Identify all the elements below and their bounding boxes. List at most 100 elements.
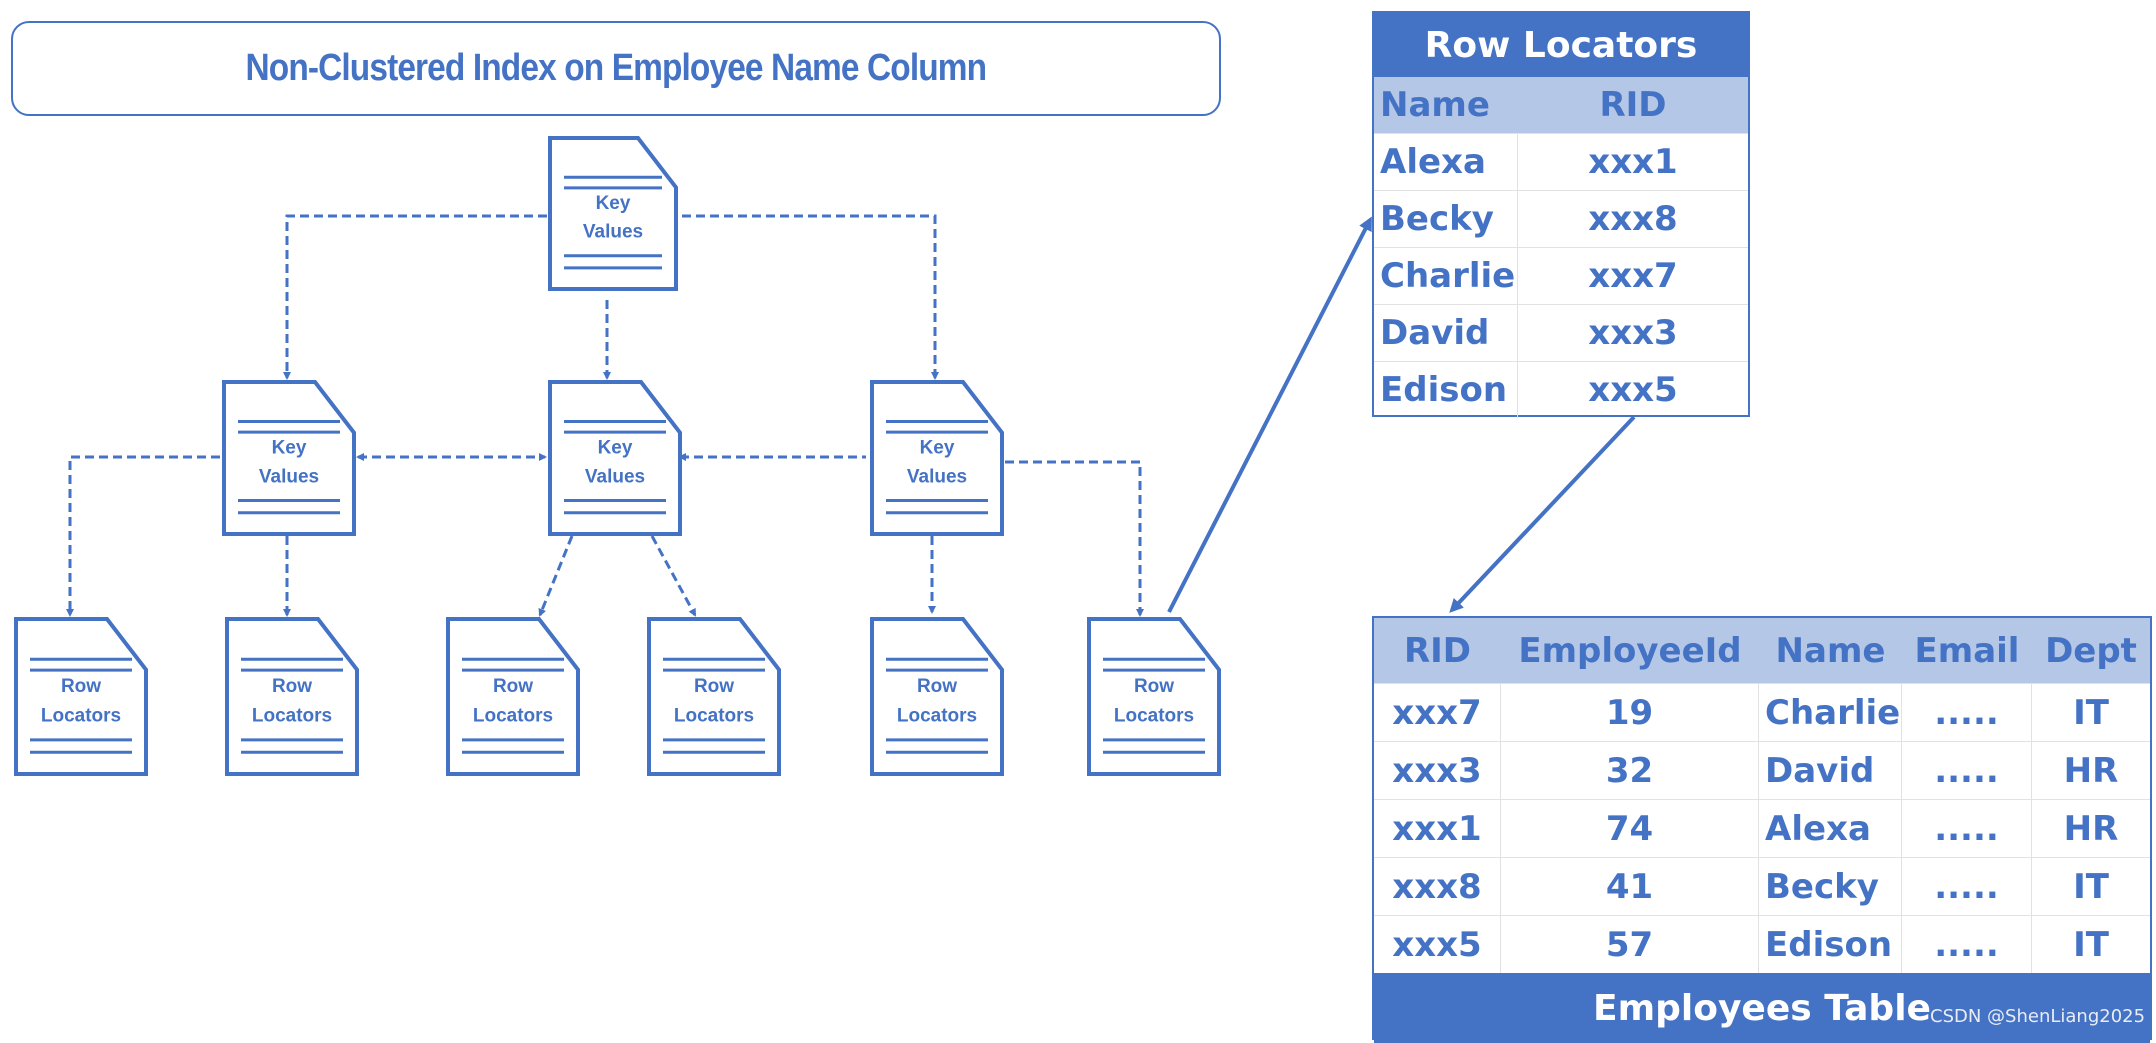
doc-label-line1: Key [598, 437, 633, 458]
column-header: Email [1914, 630, 2020, 671]
table-cell: ..... [1902, 742, 2032, 799]
table-cell: ..... [1902, 858, 2032, 915]
column-header: EmployeeId [1518, 630, 1742, 671]
table-cell: xxx1 [1588, 142, 1678, 182]
dashed-arrow [538, 535, 574, 617]
document-icon [225, 617, 359, 776]
dashed-arrow [682, 214, 939, 380]
employees-header: RID EmployeeId Name Email Dept [1374, 618, 2150, 683]
table-cell: Alexa [1374, 134, 1518, 190]
dashed-arrow [1005, 460, 1144, 617]
doc-label-line2: Locators [897, 705, 977, 726]
dashed-arrow [66, 455, 220, 617]
table-row: Charlie xxx7 [1374, 247, 1748, 304]
table-cell: ..... [1902, 916, 2032, 973]
doc-label-line2: Locators [674, 705, 754, 726]
document-icon [870, 617, 1004, 776]
table-cell: Edison [1759, 916, 1902, 973]
doc-label-line1: Key [272, 437, 307, 458]
document-icon [446, 617, 580, 776]
table-cell: Charlie [1374, 248, 1518, 304]
doc-label-line2: Locators [473, 705, 553, 726]
table-cell: David [1374, 305, 1518, 361]
table-cell: Becky [1374, 191, 1518, 247]
table-cell: IT [2073, 866, 2109, 907]
doc-label-line2: Values [583, 222, 643, 243]
table-cell: xxx8 [1374, 858, 1501, 915]
table-cell: 74 [1501, 800, 1759, 857]
table-cell: ..... [1902, 684, 2032, 741]
table-cell: IT [2073, 924, 2109, 965]
row-locators-header: Name RID [1374, 77, 1748, 133]
doc-label-line2: Locators [41, 705, 121, 726]
table-row: David xxx3 [1374, 304, 1748, 361]
document-icon [222, 380, 356, 536]
table-cell: David [1759, 742, 1902, 799]
doc-label-line1: Row [272, 676, 312, 697]
table-cell: 32 [1501, 742, 1759, 799]
table-cell: xxx5 [1588, 370, 1678, 410]
table-cell: xxx1 [1374, 800, 1501, 857]
row-locators-to-table-arrow [1449, 415, 1636, 613]
document-icon [647, 617, 781, 776]
document-icon [548, 136, 678, 291]
column-header: RID [1599, 85, 1667, 125]
table-cell: 57 [1501, 916, 1759, 973]
table-cell: IT [2073, 692, 2109, 733]
table-cell: 19 [1501, 684, 1759, 741]
table-cell: Charlie [1759, 684, 1902, 741]
doc-label-line1: Key [596, 193, 631, 214]
table-cell: xxx5 [1374, 916, 1501, 973]
doc-label-line1: Row [694, 676, 734, 697]
leaf-to-row-locators-arrow [1167, 216, 1372, 613]
diagram-title: Non-Clustered Index on Employee Name Col… [245, 47, 988, 89]
table-cell: xxx3 [1588, 313, 1678, 353]
title-box: Non-Clustered Index on Employee Name Col… [11, 21, 1221, 116]
table-cell: HR [2063, 808, 2119, 849]
document-icon [14, 617, 148, 776]
table-cell: Edison [1374, 362, 1518, 418]
document-icon [548, 380, 682, 536]
table-cell: xxx3 [1374, 742, 1501, 799]
doc-label-line2: Values [907, 466, 967, 487]
column-header: Dept [2045, 630, 2137, 671]
doc-label-line1: Key [920, 437, 955, 458]
doc-label-line1: Row [61, 676, 101, 697]
doc-label-line1: Row [1134, 676, 1174, 697]
table-cell: xxx7 [1588, 256, 1678, 296]
table-cell: HR [2063, 750, 2119, 791]
dashed-arrow [283, 214, 547, 380]
doc-label-line1: Row [917, 676, 957, 697]
doc-label-line2: Locators [1114, 705, 1194, 726]
table-row: Alexa xxx1 [1374, 133, 1748, 190]
table-cell: xxx8 [1588, 199, 1678, 239]
document-icon [870, 380, 1004, 536]
column-header: Name [1380, 85, 1490, 125]
column-header: Name [1775, 630, 1886, 671]
employees-table-title: Employees Table [1374, 973, 2150, 1043]
table-row: Becky xxx8 [1374, 190, 1748, 247]
table-row: Edison xxx5 [1374, 361, 1748, 418]
doc-label-line1: Row [493, 676, 533, 697]
table-cell: Alexa [1759, 800, 1902, 857]
doc-label-line2: Values [259, 466, 319, 487]
column-header: RID [1403, 630, 1472, 671]
table-cell: xxx7 [1374, 684, 1501, 741]
